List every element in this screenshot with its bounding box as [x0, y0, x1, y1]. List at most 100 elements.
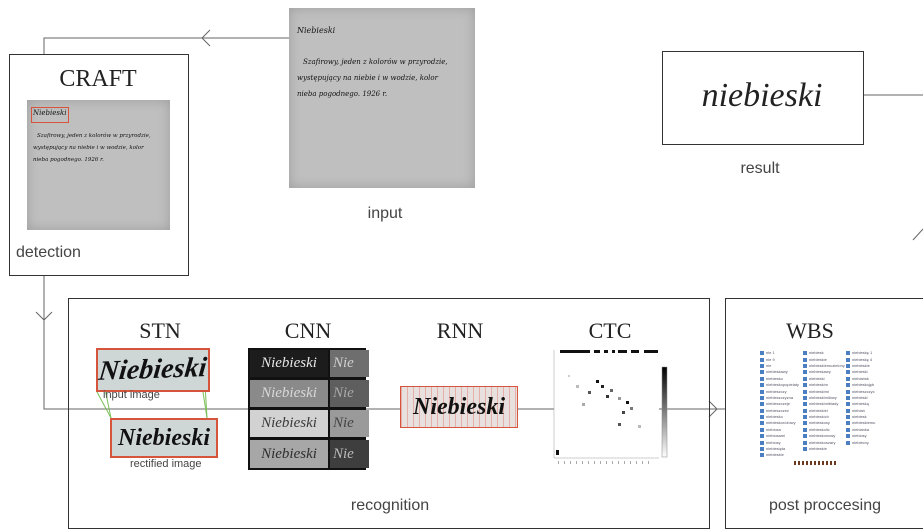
checkbox-icon: [846, 427, 850, 432]
wbs-candidate-item: niebieskoróżowy: [760, 420, 799, 426]
wbs-candidate-text: niebieskiel: [809, 407, 828, 413]
wbs-candidate-item: niebiosa: [760, 427, 799, 433]
wbs-candidate-item: niebieskawy: [803, 369, 845, 375]
cnn-feature-cell: Nie: [330, 440, 369, 468]
ctc-title: CTC: [588, 318, 632, 343]
wbs-candidate-item: niebieskim: [803, 382, 845, 388]
input-doc-title: Niebieski: [297, 26, 336, 35]
wbs-candidate-text: niebieskie: [809, 446, 827, 452]
cnn-feature-cell: Niebieski: [250, 410, 328, 437]
checkbox-icon: [760, 447, 764, 452]
wbs-candidate-text: niebiosy: [766, 439, 781, 445]
checkbox-icon: [760, 408, 764, 413]
craft-doc-line: występujący na niebie i w wodzie, kolor: [33, 145, 144, 151]
wbs-candidate-item: niebieskawy: [760, 369, 799, 375]
wbs-candidate-text: nie 1: [766, 350, 775, 356]
checkbox-icon: [760, 427, 764, 432]
wbs-candidate-item: niebieski: [803, 376, 845, 382]
checkbox-icon: [803, 440, 807, 445]
wbs-candidate-text: niebieszczy: [766, 388, 787, 394]
checkbox-icon: [760, 402, 764, 407]
checkbox-icon: [803, 427, 807, 432]
wbs-candidate-item: niebieskie: [760, 452, 799, 458]
checkbox-icon: [760, 383, 764, 388]
craft-doc-line: nieba pogodnego. 1926 r.: [33, 157, 104, 163]
checkbox-icon: [846, 395, 850, 400]
stn-input-image: Niebieski: [96, 348, 210, 392]
wbs-candidate-text: niebieszczeć: [766, 407, 789, 413]
checkbox-icon: [803, 351, 807, 356]
cnn-feature-cell: Niebieski: [250, 380, 328, 407]
wbs-candidate-text: niebieskopopielaty: [766, 382, 799, 388]
craft-label: detection: [16, 244, 81, 261]
checkbox-icon: [846, 408, 850, 413]
wbs-candidate-item: niebieskich: [803, 414, 845, 420]
checkbox-icon: [803, 357, 807, 362]
wbs-candidate-item: niebieski: [846, 369, 875, 375]
cnn-cell-text: Nie: [333, 355, 354, 371]
wbs-candidate-item: niebieskę 1: [846, 350, 875, 356]
wbs-candidate-item: niebiań: [846, 408, 875, 414]
checkbox-icon: [803, 395, 807, 400]
wbs-candidate-text: niebieskolic: [809, 426, 830, 432]
wbs-candidate-text: niebieszczyzna: [766, 394, 794, 400]
cnn-feature-cell: Nie: [330, 380, 369, 407]
wbs-candidate-text: niebieskie: [766, 452, 784, 458]
checkbox-icon: [760, 389, 764, 394]
checkbox-icon: [760, 370, 764, 375]
result-box: [662, 51, 864, 145]
stn-rectified-image: Niebieski: [110, 418, 218, 458]
checkbox-icon: [846, 363, 850, 368]
cnn-cell-text: Nie: [333, 445, 354, 462]
wbs-candidate-item: niebieskimi: [803, 388, 845, 394]
checkbox-icon: [760, 421, 764, 426]
wbs-candidate-item: niebiesk: [803, 350, 845, 356]
wbs-candidate-item: niebieszczeć: [760, 408, 799, 414]
checkbox-icon: [803, 402, 807, 407]
wbs-candidate-text: niebieską: [852, 401, 869, 407]
wbs-candidate-text: niebieskiemu: [852, 420, 876, 426]
rnn-sequence-image: Niebieski: [400, 386, 518, 428]
wbs-candidate-item: niebianka: [846, 427, 875, 433]
stn-input-word: Niebieski: [97, 352, 209, 387]
cnn-cell-text: Nie: [333, 385, 354, 401]
wbs-candidate-item: niebiesko: [760, 414, 799, 420]
result-label: result: [740, 160, 780, 177]
wbs-candidate-text: niebiecny: [852, 439, 869, 445]
checkbox-icon: [846, 415, 850, 420]
wbs-candidate-text: niebieskoszary: [809, 439, 836, 445]
wbs-candidate-item: niebieskolic: [803, 427, 845, 433]
wbs-candidate-text: niebiańsk: [852, 375, 869, 381]
wbs-candidate-text: niebieszczyć: [852, 388, 875, 394]
arrow-left-chevron: [201, 29, 211, 47]
stn-rectified-word: Niebieski: [118, 424, 210, 451]
wbs-candidate-text: niebieskoróżowy: [766, 420, 796, 426]
cnn-cell-text: Niebieski: [261, 445, 317, 462]
recognition-label: recognition: [350, 497, 430, 514]
wbs-candidate-item: niebieskimilówy: [803, 395, 845, 401]
wbs-candidate-item: niebieskie: [803, 356, 845, 362]
wbs-candidate-item: niebiesk: [846, 414, 875, 420]
checkbox-icon: [760, 376, 764, 381]
wbs-candidate-item: niebieskojęb: [846, 382, 875, 388]
wbs-candidate-item: niebieski: [846, 395, 875, 401]
checkbox-icon: [760, 357, 764, 362]
checkbox-icon: [760, 395, 764, 400]
checkbox-icon: [803, 421, 807, 426]
wbs-candidate-item: niebiesięta: [760, 446, 799, 452]
input-doc-line: Szafirowy, jeden z kolorów w przyrodzie,: [303, 58, 448, 66]
wbs-candidate-text: niebiesk: [852, 414, 867, 420]
checkbox-icon: [760, 415, 764, 420]
checkbox-icon: [803, 383, 807, 388]
wbs-candidate-text: niebieskosy: [809, 420, 830, 426]
ctc-probability-matrix: [553, 350, 668, 464]
cnn-title: CNN: [284, 318, 332, 343]
cnn-cell-text: Niebieski: [261, 385, 317, 401]
wbs-candidate-text: niebiesko: [766, 375, 783, 381]
wbs-candidate-text: niebianka: [852, 426, 870, 432]
checkbox-icon: [846, 351, 850, 356]
checkbox-icon: [846, 434, 850, 439]
wbs-candidate-item: niebieskonowy: [803, 433, 845, 439]
